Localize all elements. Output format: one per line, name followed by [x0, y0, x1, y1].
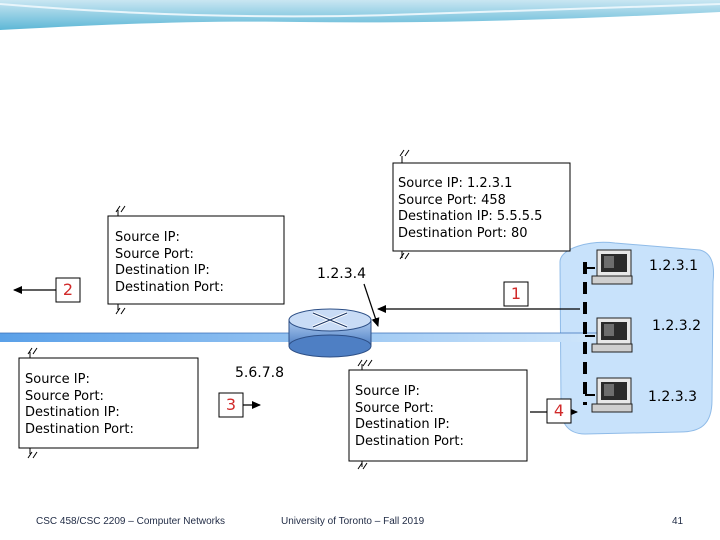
- header-band-highlight: [0, 3, 720, 18]
- datagram-box-left-upper: [107, 205, 285, 315]
- dest-ip-field: Destination IP:: [25, 405, 120, 420]
- host-2-address: 1.2.3.2: [652, 318, 701, 334]
- footer-university: University of Toronto – Fall 2019: [281, 516, 425, 527]
- host-1-address: 1.2.3.1: [649, 258, 698, 274]
- source-port-field: Source Port: 458: [398, 192, 506, 208]
- step-2-box: [55, 277, 81, 303]
- host-computer-3: [591, 377, 633, 413]
- source-port-field: Source Port:: [355, 400, 434, 416]
- source-ip-field: Source IP:: [25, 372, 90, 387]
- step-3-label: 3: [225, 395, 237, 414]
- dest-port-field: Destination Port:: [115, 279, 224, 295]
- host-computer-2: [591, 317, 633, 353]
- step-4-box: [546, 398, 572, 424]
- dest-ip-field: Destination IP:: [115, 263, 210, 278]
- step-1-box: [503, 281, 529, 307]
- arrow-to-router: [363, 283, 380, 327]
- step-3-box: [218, 392, 244, 418]
- dest-port-field: Destination Port:: [25, 421, 134, 437]
- source-ip-field: Source IP:: [115, 230, 180, 245]
- dest-port-field: Destination Port:: [355, 433, 464, 449]
- host-3-address: 1.2.3.3: [648, 389, 697, 405]
- footer-page-number: 41: [672, 516, 684, 527]
- step-2-label: 2: [62, 280, 74, 299]
- datagram-text-top-right: Source IP: 1.2.3.1 Source Port: 458 Dest…: [398, 176, 542, 242]
- source-port-field: Source Port:: [25, 388, 104, 404]
- step-1-label: 1: [510, 284, 522, 303]
- dest-port-field: Destination Port: 80: [398, 225, 528, 241]
- dest-ip-field: Destination IP: 5.5.5.5: [398, 209, 543, 224]
- source-ip-field: Source IP:: [355, 384, 420, 399]
- footer-course: CSC 458/CSC 2209 – Computer Networks: [36, 516, 225, 527]
- dest-ip-field: Destination IP:: [355, 417, 450, 432]
- source-port-field: Source Port:: [115, 246, 194, 262]
- nat-router: [288, 308, 372, 358]
- datagram-text-left-lower: Source IP: Source Port: Destination IP: …: [25, 372, 134, 438]
- router-outside-address: 5.6.7.8: [235, 365, 284, 381]
- datagram-text-center-lower: Source IP: Source Port: Destination IP: …: [355, 384, 464, 450]
- datagram-box-center-lower: [348, 359, 528, 470]
- source-ip-field: Source IP: 1.2.3.1: [398, 176, 513, 191]
- datagram-box-left-lower: [18, 347, 199, 459]
- datagram-text-left-upper: Source IP: Source Port: Destination IP: …: [115, 230, 224, 296]
- datagram-box-top-right: [392, 149, 571, 260]
- step-4-label: 4: [553, 401, 565, 420]
- router-inside-address: 1.2.3.4: [317, 266, 366, 282]
- host-computer-1: [591, 249, 633, 285]
